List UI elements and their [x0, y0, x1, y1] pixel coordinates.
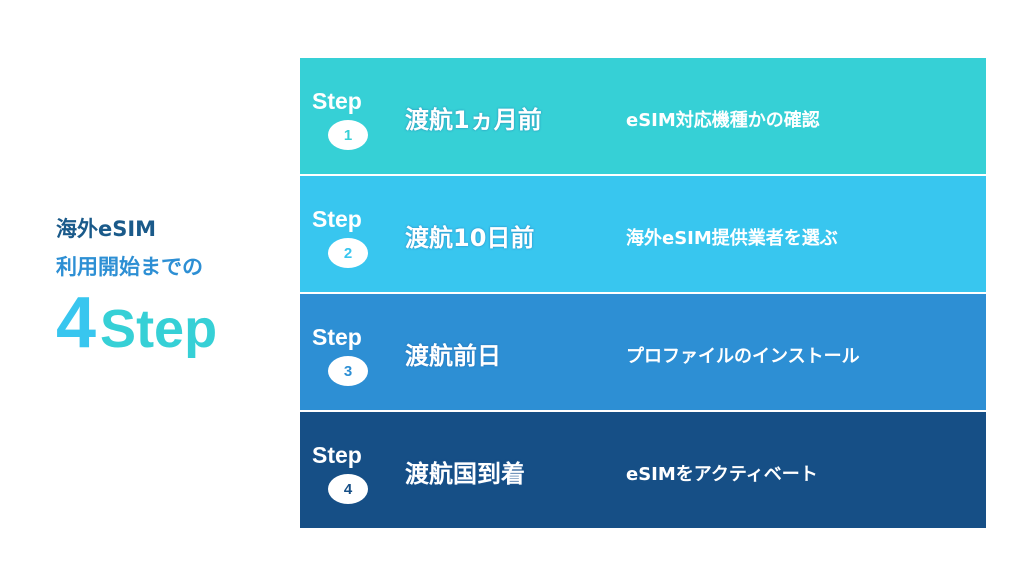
step-timing: 渡航10日前 [405, 224, 535, 252]
step-label: Step [312, 442, 362, 468]
step-description: プロファイルのインストール [626, 346, 860, 367]
step-description: 海外eSIM提供業者を選ぶ [626, 228, 838, 249]
step-row-2: Step 2 渡航10日前 海外eSIM提供業者を選ぶ [300, 176, 986, 292]
step-description: eSIMをアクティベート [626, 464, 818, 485]
title-word: Step [100, 299, 218, 359]
step-number-badge: 3 [328, 356, 368, 386]
step-label: Step [312, 206, 362, 232]
page-title: 海外eSIM 利用開始までの 4Step [56, 214, 217, 378]
step-row-4: Step 4 渡航国到着 eSIMをアクティベート [300, 412, 986, 528]
title-number: 4 [56, 283, 97, 363]
step-number-badge: 1 [328, 120, 368, 150]
step-row-3: Step 3 渡航前日 プロファイルのインストール [300, 294, 986, 410]
step-row-1: Step 1 渡航1ヵ月前 eSIM対応機種かの確認 [300, 58, 986, 174]
title-line2: 利用開始までの [56, 255, 203, 279]
steps-list: Step 1 渡航1ヵ月前 eSIM対応機種かの確認 Step 2 渡航10日前… [300, 58, 986, 530]
step-label: Step [312, 88, 362, 114]
step-number-badge: 4 [328, 474, 368, 504]
step-timing: 渡航国到着 [405, 460, 525, 488]
step-description: eSIM対応機種かの確認 [626, 110, 820, 131]
step-number-badge: 2 [328, 238, 368, 268]
title-step-count: 4Step [56, 287, 218, 378]
step-timing: 渡航1ヵ月前 [405, 106, 542, 134]
title-line1: 海外eSIM [56, 217, 157, 241]
step-timing: 渡航前日 [405, 342, 501, 370]
step-label: Step [312, 324, 362, 350]
